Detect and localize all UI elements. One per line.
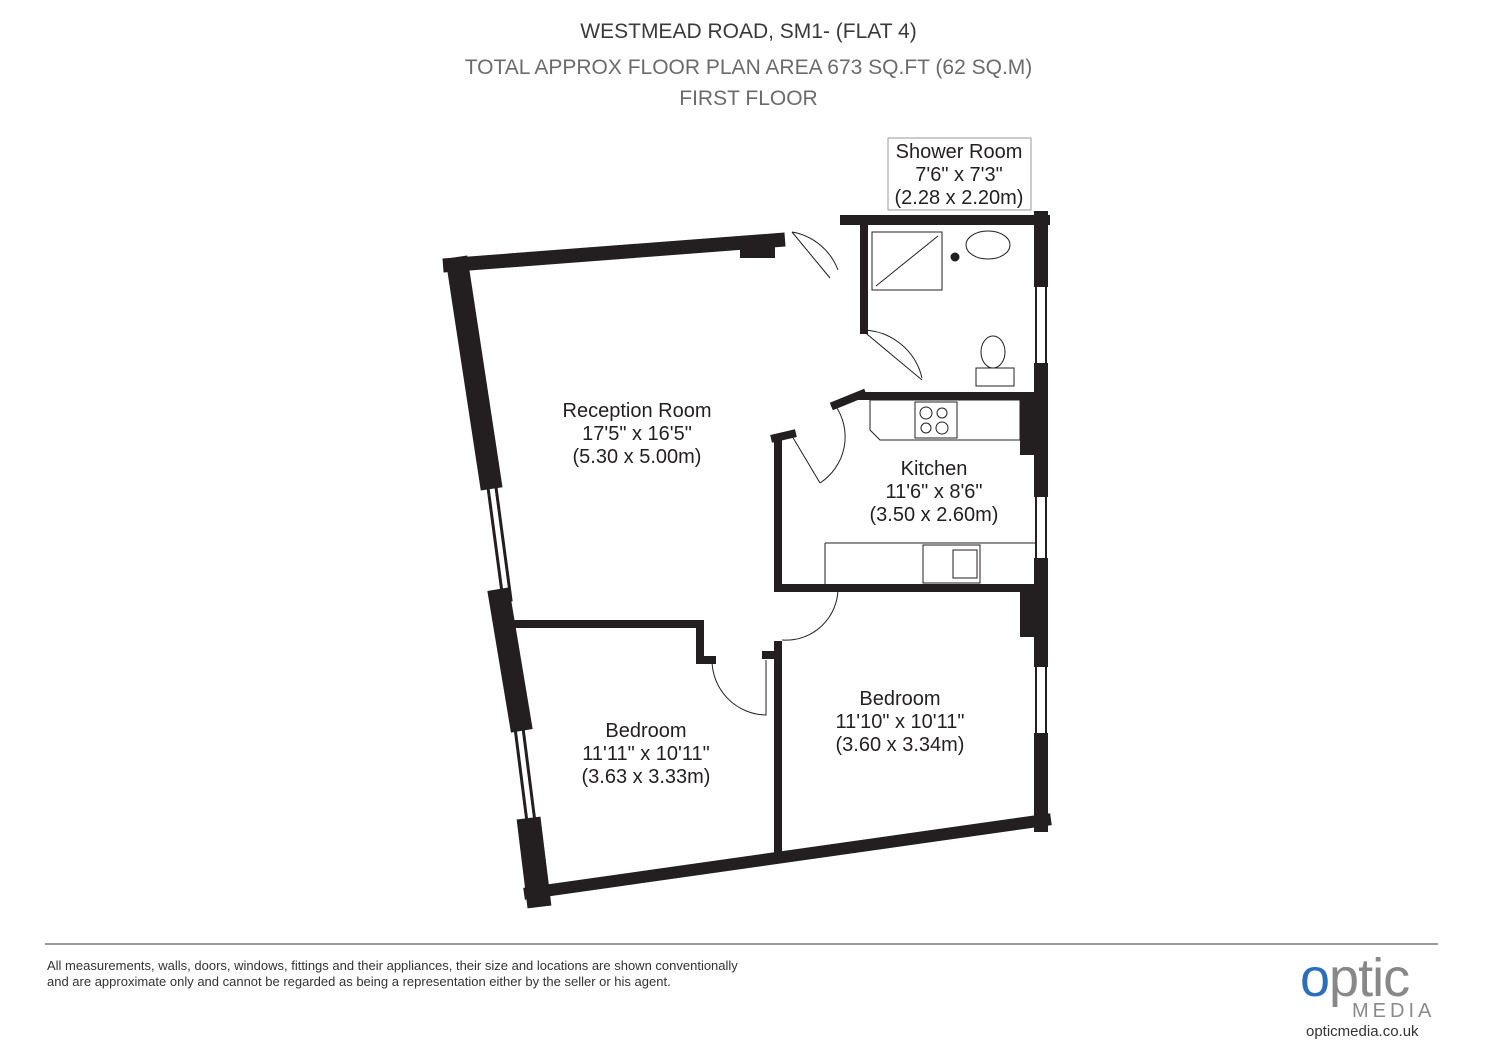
plan-area: TOTAL APPROX FLOOR PLAN AREA 673 SQ.FT (… — [464, 56, 1033, 79]
shower-room-metric: (2.28 x 2.20m) — [895, 187, 1024, 209]
walls — [442, 211, 1052, 909]
divider — [45, 943, 1438, 945]
bedroom2-imperial: 11'10" x 10'11" — [836, 711, 965, 733]
bedroom1-metric: (3.63 x 3.33m) — [582, 766, 711, 788]
bedroom1-name: Bedroom — [605, 720, 686, 742]
shower-tray — [871, 231, 943, 291]
plan-title: WESTMEAD ROAD, SM1- (FLAT 4) — [580, 20, 917, 43]
toilet — [980, 335, 1006, 369]
bedroom2-name: Bedroom — [859, 688, 940, 710]
kitchen-worktop-top — [869, 399, 1021, 441]
kitchen-name: Kitchen — [901, 458, 968, 480]
hob-icon — [914, 401, 958, 439]
doors — [711, 231, 923, 716]
sink-icon — [922, 544, 981, 584]
shower-room-imperial: 7'6" x 7'3" — [915, 164, 1002, 186]
bedroom1-imperial: 11'11" x 10'11" — [582, 743, 709, 765]
shower-room-name: Shower Room — [896, 141, 1023, 163]
reception-room-name: Reception Room — [563, 400, 712, 422]
logo-sub: MEDIA — [1352, 1000, 1436, 1022]
disclaimer: All measurements, walls, doors, windows,… — [47, 958, 738, 989]
fixtures — [824, 230, 1035, 584]
website-url: opticmedia.co.uk — [1306, 1023, 1419, 1040]
basin — [965, 230, 1011, 260]
reception-room-metric: (5.30 x 5.00m) — [573, 446, 702, 468]
room-labels: Shower Room 7'6" x 7'3" (2.28 x 2.20m) R… — [563, 137, 1032, 788]
bedroom2-metric: (3.60 x 3.34m) — [836, 734, 965, 756]
kitchen-metric: (3.50 x 2.60m) — [870, 504, 999, 526]
shower-room-label-box — [887, 137, 1032, 211]
optic-media-logo: optic MEDIA opticmedia.co.uk — [1300, 948, 1450, 1040]
kitchen-worktop-bottom — [824, 542, 1035, 584]
floor-label: FIRST FLOOR — [679, 87, 818, 110]
reception-room-imperial: 17'5" x 16'5" — [582, 423, 692, 445]
kitchen-imperial: 11'6" x 8'6" — [885, 481, 982, 503]
window — [485, 478, 505, 602]
logo-text: optic — [1300, 948, 1410, 1008]
